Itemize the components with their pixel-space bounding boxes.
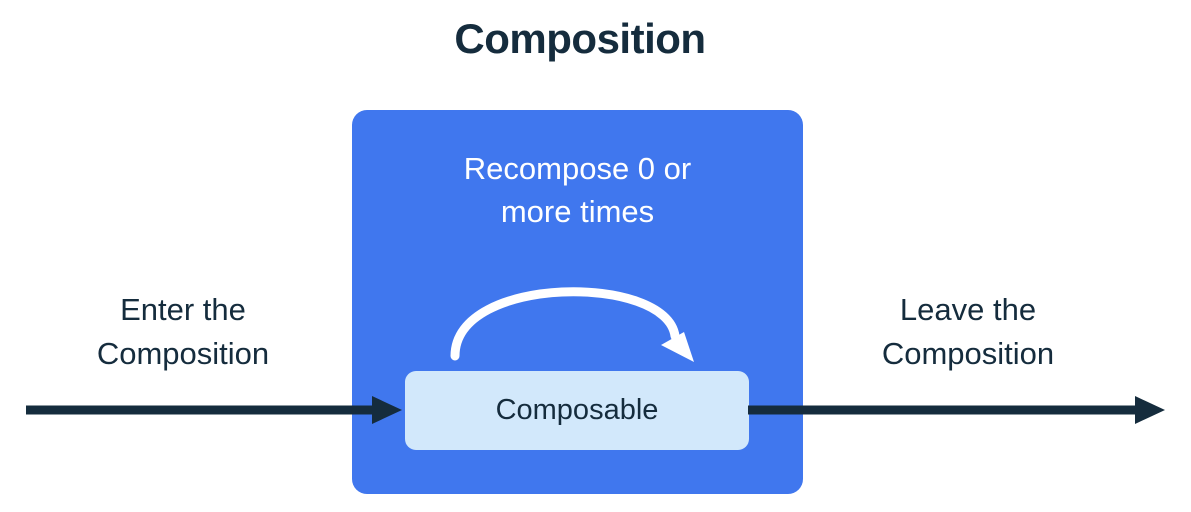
leave-label-line-1: Leave the [899, 292, 1037, 327]
recompose-note-line-1: Recompose 0 or [463, 151, 692, 186]
page-title: Composition [454, 15, 706, 62]
loop-arrow-icon [450, 287, 694, 362]
enter-label-line-2: Composition [96, 336, 270, 371]
recompose-note-line-2: more times [500, 194, 655, 229]
enter-label-line-1: Enter the [120, 292, 246, 327]
composable-label: Composable [495, 394, 659, 426]
arrow-right-icon-enter [26, 396, 402, 424]
leave-composition-label: Leave the Composition [823, 288, 1113, 376]
recompose-note: Recompose 0 or more times [352, 147, 803, 233]
enter-composition-label: Enter the Composition [38, 288, 328, 376]
leave-label-line-2: Composition [881, 336, 1055, 371]
composable-node[interactable]: Composable [405, 371, 749, 450]
arrow-right-icon-leave [748, 396, 1165, 424]
